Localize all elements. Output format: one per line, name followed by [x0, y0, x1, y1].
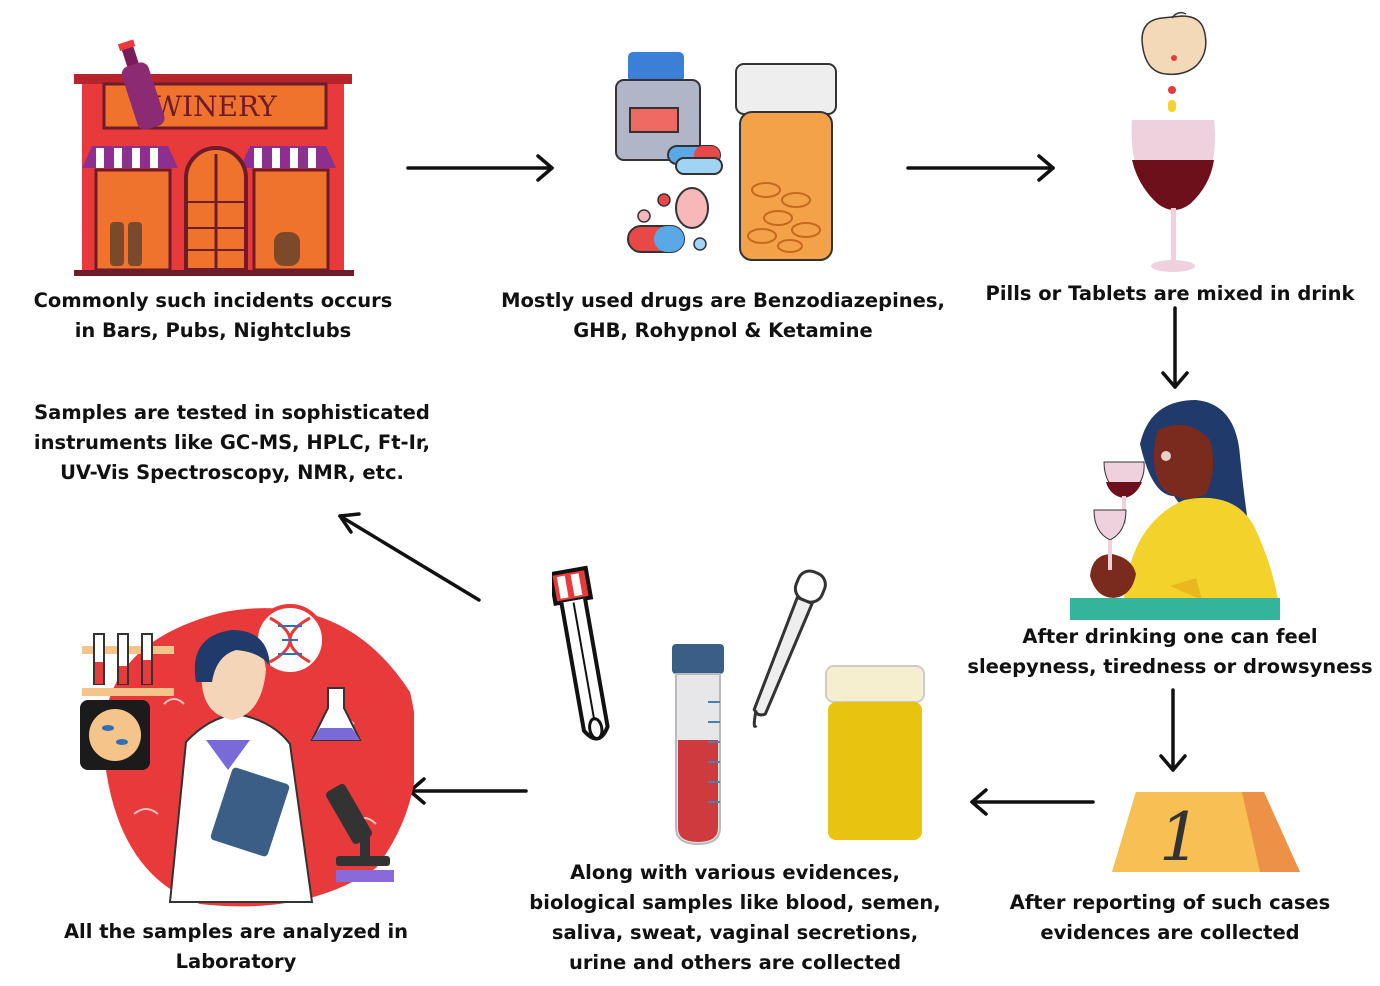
arrow-effects-to-evidence [1159, 688, 1187, 772]
arrow-venue-to-drugs [406, 154, 554, 182]
caption-instruments: Samples are tested in sophisticated inst… [33, 401, 431, 484]
evidence-marker-icon: 1 [1112, 792, 1300, 874]
pill-bottles-icon [615, 52, 837, 261]
arrow-mixing-to-effects [1161, 306, 1189, 389]
winery-storefront-icon: WINERY [74, 39, 354, 276]
evidence-marker-number: 1 [1159, 799, 1201, 874]
woman-drinking-icon [1070, 400, 1280, 620]
arrow-drugs-to-mixing [906, 154, 1055, 182]
caption-evidence: After reporting of such cases evidences … [1009, 891, 1331, 944]
caption-samples: Along with various evidences, biological… [529, 861, 941, 974]
arrow-samples-to-lab [408, 777, 528, 805]
pills-into-wine-glass-icon [1131, 11, 1215, 272]
caption-effects: After drinking one can feel sleepyness, … [967, 625, 1373, 678]
arrow-evidence-to-samples [970, 788, 1095, 816]
winery-sign-text: WINERY [153, 90, 277, 123]
caption-laboratory: All the samples are analyzed in Laborato… [63, 920, 409, 973]
lab-scientist-icon [80, 604, 414, 907]
sample-tubes-icon [552, 565, 925, 846]
caption-mixing: Pills or Tablets are mixed in drink [985, 282, 1355, 305]
caption-drugs: Mostly used drugs are Benzodiazepines, G… [501, 289, 945, 342]
arrow-samples-to-instruments [338, 512, 481, 602]
caption-venue: Commonly such incidents occurs in Bars, … [33, 289, 393, 342]
